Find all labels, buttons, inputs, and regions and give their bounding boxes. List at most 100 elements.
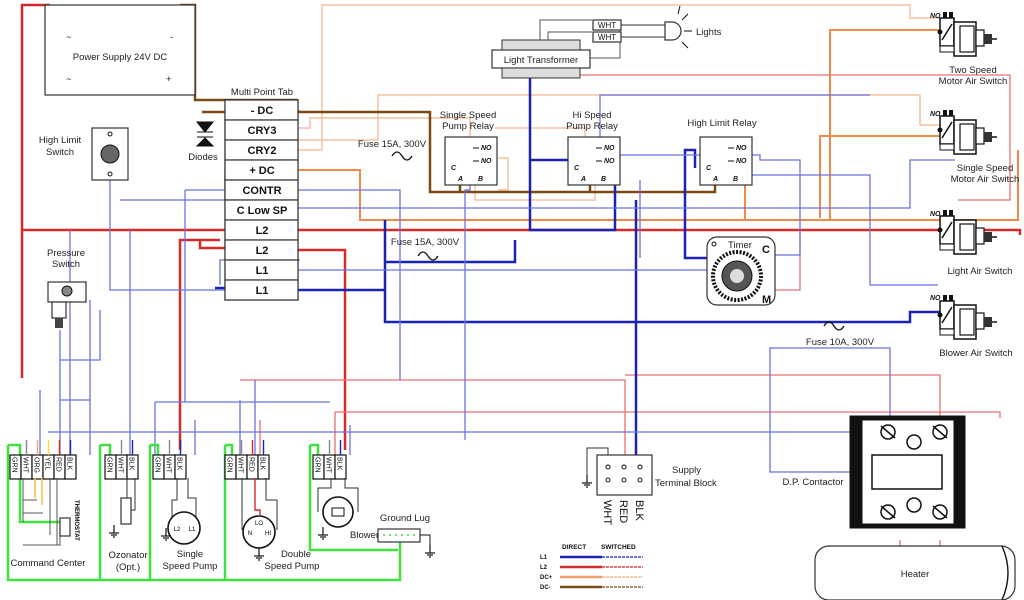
multi-point-tab-title: Multi Point Tab [231,87,293,98]
supply-terminal-block-label: Terminal Block [655,478,717,489]
relay-pin: B [478,176,483,183]
relay-label: High Limit Relay [687,118,756,129]
legend-label: DC- [540,585,551,591]
ac-terminal: ~ [66,32,72,43]
wires [6,3,1022,582]
power-supply: Power Supply 24V DC ~ ~ - + [44,4,196,96]
wire-dc-plus [298,29,1019,221]
ground-icon [424,544,436,558]
relay-pin: B [733,176,738,183]
tab-row-label: CRY2 [248,145,277,157]
tab-row-label: L1 [256,285,269,297]
air-switch-single-speed: NO Single Speed Motor Air Switch [930,109,1019,185]
wire-l2 [20,3,1022,450]
double-speed-pump-label: Speed Pump [265,561,320,572]
terminal-label: GRN [226,457,233,473]
fuse-1: Fuse 15A, 300V [358,139,427,161]
relay-pin: C [574,165,580,172]
air-switch-light: NO Light Air Switch [930,209,1013,277]
air-switch-label: Light Air Switch [948,266,1013,277]
tab-row [224,279,299,301]
contactor-label: D.P. Contactor [782,477,843,488]
relay-pin: NO [736,145,747,152]
ground-lug-label: Ground Lug [380,513,430,524]
relay-pin: NO [604,145,615,152]
blower-label: Blower [350,530,379,541]
ground-icon [108,524,120,538]
minus-terminal: - [170,32,173,43]
no-label: NO [930,211,941,218]
legend-label: DC+ [540,575,553,581]
ac-terminal: ~ [66,74,72,85]
no-label: NO [930,295,941,302]
blower: Blower [317,478,379,541]
terminal-label: WHT [601,500,613,525]
air-switch-label: Motor Air Switch [939,76,1008,87]
fuse-label: Fuse 15A, 300V [358,139,427,150]
relay-pin: A [580,176,586,183]
legend-label: L2 [540,565,548,571]
light-transformer-label: Light Transformer [504,55,578,66]
heater: Heater [814,545,1016,600]
pressure-switch-label: Switch [52,259,80,270]
motor-pin-label: N [248,531,252,537]
thermostat-label: THERMOSTAT [73,500,79,541]
single-speed-pump-label: Speed Pump [163,561,218,572]
command-center-label: Command Center [11,558,86,569]
relay-pin: NO [736,158,747,165]
supply-terminal-block-label: Supply [672,465,701,476]
terminal-label: GRN [314,457,321,473]
terminal-label: BLK [633,500,645,521]
relay-pin: B [601,176,606,183]
relay-pin: NO [481,158,492,165]
fuse-3: Fuse 10A, 300V [806,321,875,348]
timer: Timer C M [706,236,776,306]
motor-pin-label: LO [255,521,263,527]
motor-pin-label: L2 [174,527,181,533]
ozonator: Ozonator (Opt.) [108,478,148,573]
ground-icon [253,547,265,561]
tab-row-label: L2 [256,225,269,237]
air-switch-blower: NO Blower Air Switch [930,294,1013,359]
diode-icon [195,136,215,147]
timer-terminal-c: C [762,244,770,256]
supply-terminal-block: WHT RED BLK Supply Terminal Block [581,447,717,525]
command-center: THERMOSTAT Command Center [11,478,86,569]
air-switch-two-speed: NO Two Speed Motor Air Switch [930,11,1008,87]
tab-row-label: C Low SP [237,205,288,217]
terminal-label: WHT [325,457,332,474]
terminal-label: WHT [117,457,124,474]
terminal-label: RED [617,500,629,523]
tab-row-label: - DC [251,105,274,117]
plus-terminal: + [166,74,172,85]
motor-icon [167,511,201,545]
terminal-label: WHT [22,457,29,474]
ozonator-label: Ozonator [108,550,147,561]
terminal-label: YEL [44,457,51,470]
fuse-icon [417,251,439,261]
relay-label: Pump Relay [566,121,618,132]
timer-terminal-m: M [762,294,771,306]
relay-label: Pump Relay [442,121,494,132]
double-speed-pump: LO N HI Double Speed Pump [241,478,320,572]
thermostat [59,517,71,537]
terminal-label: RED [55,457,62,472]
wire-l1-switched [39,94,955,473]
air-switch-icon [936,294,998,340]
relay-pin: C [451,165,457,172]
ground-lug: Ground Lug [377,513,436,558]
lights: Lights [664,5,722,49]
terminal-label: WHT [237,457,244,474]
fuse-icon [391,151,413,161]
high-limit-switch-label: High Limit [39,135,82,146]
heater-label: Heater [901,569,930,580]
terminal-label: GRN [11,457,18,473]
single-speed-pump-label: Single [177,549,203,560]
terminal-label: ORG [33,457,40,473]
relay-label: Hi Speed [572,110,611,121]
